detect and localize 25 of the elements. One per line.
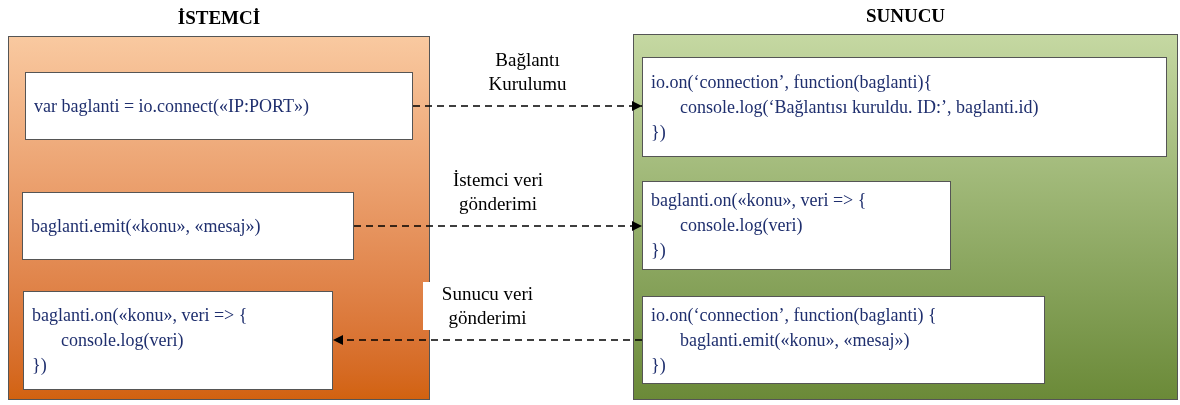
code-line: console.log(veri) [60, 329, 185, 352]
code-line: baglanti.on(«konu», veri => { [651, 189, 868, 212]
code-box [642, 296, 1045, 384]
code-box [23, 291, 333, 390]
code-line: io.on(‘connection’, function(baglanti) { [651, 303, 938, 327]
code-line: }) [32, 354, 48, 377]
code-line: baglanti.emit(«konu», «mesaj») [31, 214, 262, 238]
code-line: baglanti.on(«konu», veri => { [32, 304, 249, 327]
dashed-arrow [412, 101, 643, 111]
code-line: baglanti.emit(«konu», «mesaj») [679, 328, 911, 352]
code-line: var baglanti = io.connect(«IP:PORT») [34, 94, 310, 118]
dashed-arrow [353, 221, 643, 231]
code-box [25, 72, 413, 140]
code-line: }) [651, 120, 667, 144]
code-box [642, 57, 1167, 157]
code-line: io.on(‘connection’, function(baglanti){ [651, 70, 934, 94]
panel-heading: SUNUCU [864, 4, 947, 28]
code-box [642, 181, 951, 270]
code-line: console.log(veri) [679, 214, 804, 237]
code-line: }) [651, 239, 667, 262]
code-line: console.log(‘Bağlantısı kuruldu. ID:’, baglanti.id) [679, 95, 1040, 119]
panel-heading: İSTEMCİ [176, 6, 262, 30]
code-line: }) [651, 353, 667, 377]
dashed-arrow [332, 335, 643, 345]
code-box [22, 192, 354, 260]
